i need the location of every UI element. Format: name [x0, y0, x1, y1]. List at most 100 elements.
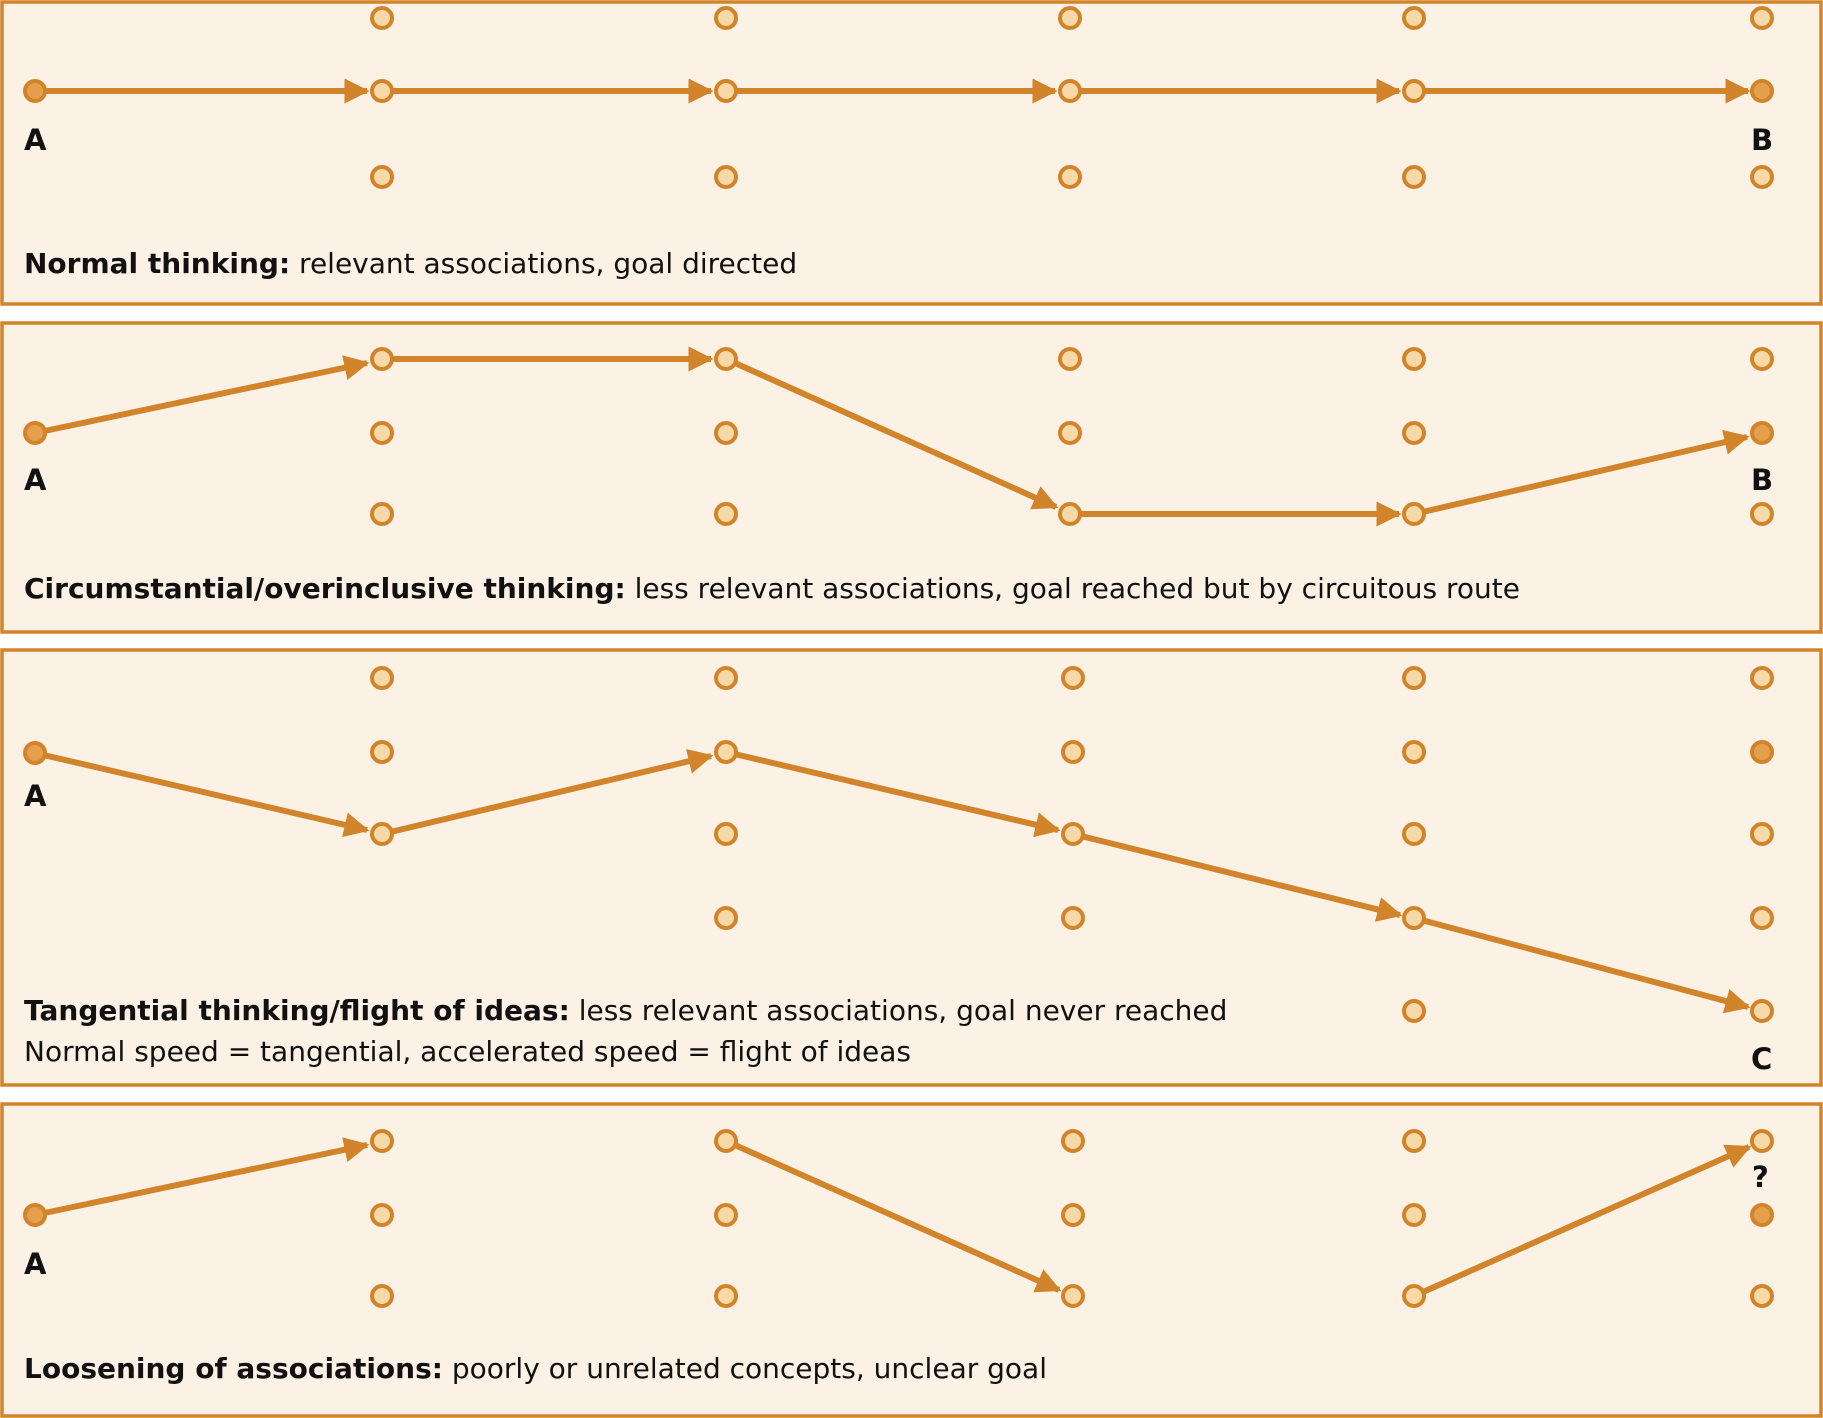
- caption-title: Normal thinking:: [24, 247, 290, 280]
- node: [714, 347, 738, 371]
- node: [714, 906, 738, 930]
- node: [1750, 906, 1774, 930]
- node: [714, 421, 738, 445]
- start-node: [23, 79, 47, 103]
- panel-caption: Normal thinking: relevant associations, …: [24, 247, 797, 280]
- arrow: [1413, 429, 1750, 517]
- panel-caption: Loosening of associations: poorly or unr…: [24, 1352, 1047, 1385]
- node: [370, 421, 394, 445]
- node: [370, 1129, 394, 1153]
- arrow: [34, 355, 370, 436]
- panel-loosening-of-associations: A ? Loosening of associations: poorly or…: [0, 1102, 1823, 1418]
- node: [370, 1203, 394, 1227]
- end-node: [1750, 999, 1774, 1023]
- node: [714, 1203, 738, 1227]
- node: [1402, 999, 1426, 1023]
- node: [1402, 666, 1426, 690]
- node: [370, 165, 394, 189]
- goal-node: [1750, 79, 1774, 103]
- node: [1402, 165, 1426, 189]
- arrow: [1072, 831, 1403, 922]
- node: [1058, 421, 1082, 445]
- panel-tangential-thinking: A C Tangential thinking/flight of ideas:…: [0, 648, 1823, 1087]
- nodes: [23, 1129, 1774, 1308]
- node: [370, 502, 394, 526]
- node: [1750, 347, 1774, 371]
- node: [370, 6, 394, 30]
- node: [1750, 1129, 1774, 1153]
- node: [1061, 740, 1085, 764]
- node: [370, 740, 394, 764]
- start-label: A: [24, 463, 47, 497]
- goal-node: [1750, 740, 1774, 764]
- node: [1061, 666, 1085, 690]
- node: [370, 822, 394, 846]
- panel-frame: [0, 0, 1823, 306]
- caption-title: Tangential thinking/flight of ideas:: [24, 994, 570, 1027]
- arrow: [724, 1138, 1062, 1293]
- node: [370, 347, 394, 371]
- start-label: A: [24, 779, 47, 813]
- node: [714, 822, 738, 846]
- node: [714, 1129, 738, 1153]
- node: [1402, 740, 1426, 764]
- node: [1750, 666, 1774, 690]
- arrow: [725, 749, 1061, 838]
- node: [1058, 502, 1082, 526]
- panel-caption: Tangential thinking/flight of ideas: les…: [24, 994, 1227, 1027]
- goal-node: [1750, 1203, 1774, 1227]
- start-node: [23, 1203, 47, 1227]
- arrows: [34, 346, 1750, 527]
- node: [1402, 1284, 1426, 1308]
- caption-text: less relevant associations, goal reached…: [626, 572, 1520, 605]
- end-label: C: [1751, 1042, 1772, 1076]
- node: [714, 1284, 738, 1308]
- node: [1061, 1284, 1085, 1308]
- caption-text: less relevant associations, goal never r…: [570, 994, 1228, 1027]
- end-label: ?: [1752, 1160, 1769, 1194]
- node: [1750, 502, 1774, 526]
- end-label: B: [1751, 463, 1773, 497]
- panel-normal-thinking: A B Normal thinking: relevant associatio…: [0, 0, 1823, 306]
- caption-title: Circumstantial/overinclusive thinking:: [24, 572, 626, 605]
- panel-caption-line2: Normal speed = tangential, accelerated s…: [24, 1035, 911, 1068]
- node: [370, 79, 394, 103]
- node: [1402, 347, 1426, 371]
- start-label: A: [24, 1247, 47, 1281]
- node: [1750, 165, 1774, 189]
- node: [1402, 502, 1426, 526]
- node: [1750, 6, 1774, 30]
- node: [714, 666, 738, 690]
- node: [714, 6, 738, 30]
- node: [1750, 822, 1774, 846]
- node: [1058, 347, 1082, 371]
- node: [1061, 822, 1085, 846]
- node: [1402, 906, 1426, 930]
- start-node: [23, 741, 47, 765]
- node: [1061, 906, 1085, 930]
- arrow: [381, 748, 714, 837]
- node: [714, 165, 738, 189]
- arrow: [1412, 1144, 1752, 1299]
- caption-title: Loosening of associations:: [24, 1352, 443, 1385]
- panel-frame: [0, 648, 1823, 1087]
- node: [714, 502, 738, 526]
- node: [714, 79, 738, 103]
- node: [370, 1284, 394, 1308]
- panel-caption: Circumstantial/overinclusive thinking: l…: [24, 572, 1520, 605]
- node: [1058, 165, 1082, 189]
- arrow: [1413, 915, 1751, 1014]
- arrow: [724, 356, 1059, 510]
- caption-text: relevant associations, goal directed: [290, 247, 797, 280]
- arrow: [34, 1137, 370, 1218]
- node: [1402, 822, 1426, 846]
- arrow: [34, 750, 370, 838]
- nodes: [23, 666, 1774, 1023]
- end-label: B: [1751, 123, 1773, 157]
- node: [714, 740, 738, 764]
- node: [1402, 1203, 1426, 1227]
- nodes: [23, 6, 1774, 189]
- node: [370, 666, 394, 690]
- caption-text: poorly or unrelated concepts, unclear go…: [443, 1352, 1047, 1385]
